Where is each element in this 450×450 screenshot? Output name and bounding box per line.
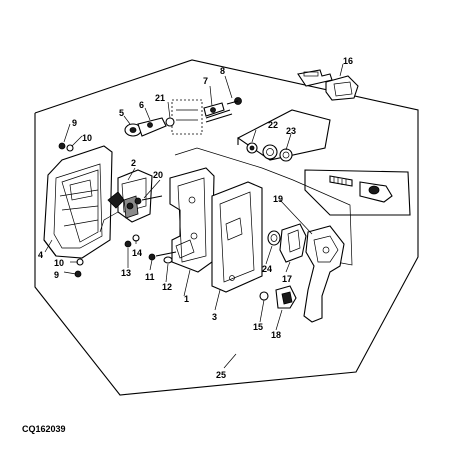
callout-18: 18 <box>271 330 281 340</box>
seal-parts <box>267 223 307 263</box>
callout-17: 17 <box>282 274 292 284</box>
handle-housing-part <box>43 145 113 259</box>
callout-10-top: 10 <box>82 133 92 143</box>
callout-7: 7 <box>203 76 208 86</box>
bolt-part <box>203 97 242 123</box>
callout-23: 23 <box>286 126 296 136</box>
callout-16: 16 <box>343 56 353 66</box>
small-fittings <box>259 285 297 309</box>
callout-2: 2 <box>131 158 136 168</box>
assembly-outline <box>34 59 419 396</box>
key-part <box>297 69 359 101</box>
callout-19: 19 <box>273 194 283 204</box>
callout-14: 14 <box>132 248 142 258</box>
callout-11: 11 <box>145 272 155 282</box>
lock-cylinder-parts <box>246 142 393 203</box>
callout-20: 20 <box>153 170 163 180</box>
pull-handle-part <box>303 225 345 323</box>
callout-21: 21 <box>155 93 165 103</box>
figure-code: CQ162039 <box>22 424 66 434</box>
callout-12: 12 <box>162 282 172 292</box>
screws-group <box>124 195 163 248</box>
callout-5: 5 <box>119 108 124 118</box>
backing-plate-part <box>211 181 263 293</box>
callout-6: 6 <box>139 100 144 110</box>
callout-9-top: 9 <box>72 118 77 128</box>
callout-13: 13 <box>121 268 131 278</box>
callout-9-bottom: 9 <box>54 270 59 280</box>
callout-24: 24 <box>262 264 272 274</box>
callout-25: 25 <box>216 370 226 380</box>
callout-10-bottom: 10 <box>54 258 64 268</box>
callout-22: 22 <box>268 120 278 130</box>
callout-labels: 1 2 3 4 5 6 7 8 9 10 10 9 11 12 13 14 15… <box>38 56 353 380</box>
callout-1: 1 <box>184 294 189 304</box>
latch-mechanism-part <box>99 169 153 233</box>
leader-lines <box>44 63 344 369</box>
callout-8: 8 <box>220 66 225 76</box>
mounting-screws <box>148 251 177 264</box>
lower-screws <box>58 142 84 278</box>
mounting-bracket-part <box>169 167 215 273</box>
callout-4: 4 <box>38 250 43 260</box>
callout-15: 15 <box>253 322 263 332</box>
latch-bracket-box <box>174 147 353 266</box>
plate-part <box>171 99 203 135</box>
callout-3: 3 <box>212 312 217 322</box>
striker-assembly <box>124 117 175 137</box>
